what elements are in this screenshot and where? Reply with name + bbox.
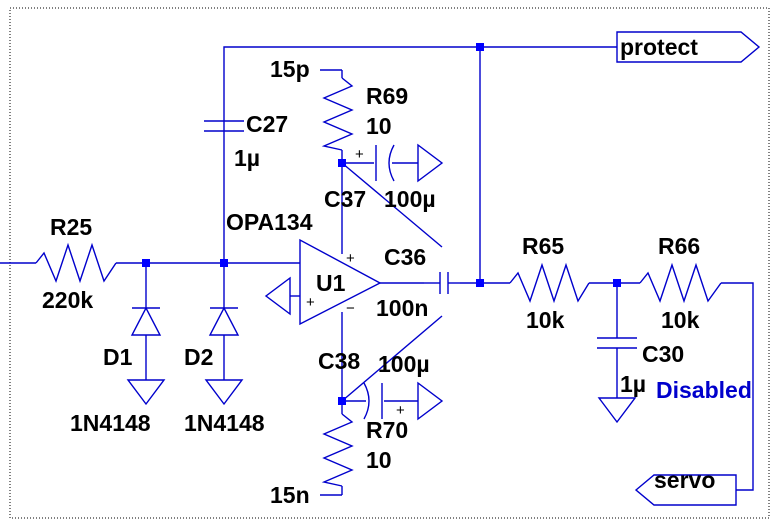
u1-value: OPA134 xyxy=(226,209,313,235)
c38-capacitor xyxy=(363,382,383,420)
junction-dot xyxy=(613,279,621,287)
junction-dot xyxy=(142,259,150,267)
wire-protect-top xyxy=(223,46,617,263)
ground-c38-icon xyxy=(417,381,444,421)
c38-polarity: + xyxy=(396,402,405,419)
d2-diode xyxy=(208,306,240,336)
r25-ref: R25 xyxy=(50,214,92,240)
pos-supply-label: 15p xyxy=(270,56,310,82)
r70-value: 10 xyxy=(366,447,392,473)
r65-value: 10k xyxy=(526,307,565,333)
wire-feedback-top xyxy=(341,162,443,248)
r65-ref: R65 xyxy=(522,233,564,259)
d1-value: 1N4148 xyxy=(70,410,151,436)
c30-capacitor xyxy=(597,337,637,349)
neg-supply-label: 15n xyxy=(270,482,310,508)
c30-value: 1µ xyxy=(620,371,646,397)
r69-ref: R69 xyxy=(366,83,408,109)
opamp-plus-pin: + xyxy=(306,294,315,311)
u1-ref: U1 xyxy=(316,270,346,296)
c27-capacitor xyxy=(204,120,244,132)
r69-resistor xyxy=(321,77,354,151)
c37-capacitor xyxy=(375,144,395,182)
ground-d1-icon xyxy=(126,379,166,406)
junction-dot xyxy=(338,397,346,405)
r69-value: 10 xyxy=(366,113,392,139)
junction-dot xyxy=(476,279,484,287)
d1-diode xyxy=(130,306,162,336)
wire-feedback-bot xyxy=(341,315,443,402)
r25-resistor xyxy=(35,242,117,284)
ground-opamp-icon xyxy=(264,276,291,316)
r66-ref: R66 xyxy=(658,233,700,259)
c38-value: 100µ xyxy=(378,351,430,377)
ground-c37-icon xyxy=(417,143,444,183)
d1-ref: D1 xyxy=(103,344,133,370)
c36-value: 100n xyxy=(376,295,428,321)
c36-ref: C36 xyxy=(384,244,426,270)
servo-net-flag xyxy=(634,474,737,506)
r65-resistor xyxy=(509,262,590,304)
r70-resistor xyxy=(321,413,354,487)
junction-dot xyxy=(220,259,228,267)
c37-value: 100µ xyxy=(384,186,436,212)
r66-resistor xyxy=(639,262,722,304)
c27-ref: C27 xyxy=(246,111,288,137)
d2-ref: D2 xyxy=(184,344,213,370)
ground-c30-icon xyxy=(597,397,637,424)
servo-net-label: servo xyxy=(654,467,715,493)
c37-polarity: + xyxy=(355,146,364,163)
junction-dot xyxy=(476,43,484,51)
protect-net-flag xyxy=(616,31,761,63)
c36-capacitor xyxy=(424,272,460,294)
opamp-minus-pin: + xyxy=(346,250,355,267)
protect-net-label: protect xyxy=(620,34,698,60)
r70-ref: R70 xyxy=(366,417,408,443)
r66-value: 10k xyxy=(661,307,700,333)
junctions xyxy=(142,43,621,405)
c27-value: 1µ xyxy=(234,145,260,171)
c37-ref: C37 xyxy=(324,186,366,212)
junction-dot xyxy=(338,159,346,167)
disabled-note: Disabled xyxy=(656,377,752,403)
d2-value: 1N4148 xyxy=(184,410,265,436)
c38-ref: C38 xyxy=(318,348,360,374)
wires xyxy=(0,46,754,495)
c30-ref: C30 xyxy=(642,341,684,367)
r25-value: 220k xyxy=(42,287,93,313)
opamp-vminus-pin: − xyxy=(346,300,355,317)
ground-d2-icon xyxy=(204,379,244,406)
u1-opamp xyxy=(299,238,382,326)
wire-servo xyxy=(721,282,754,491)
